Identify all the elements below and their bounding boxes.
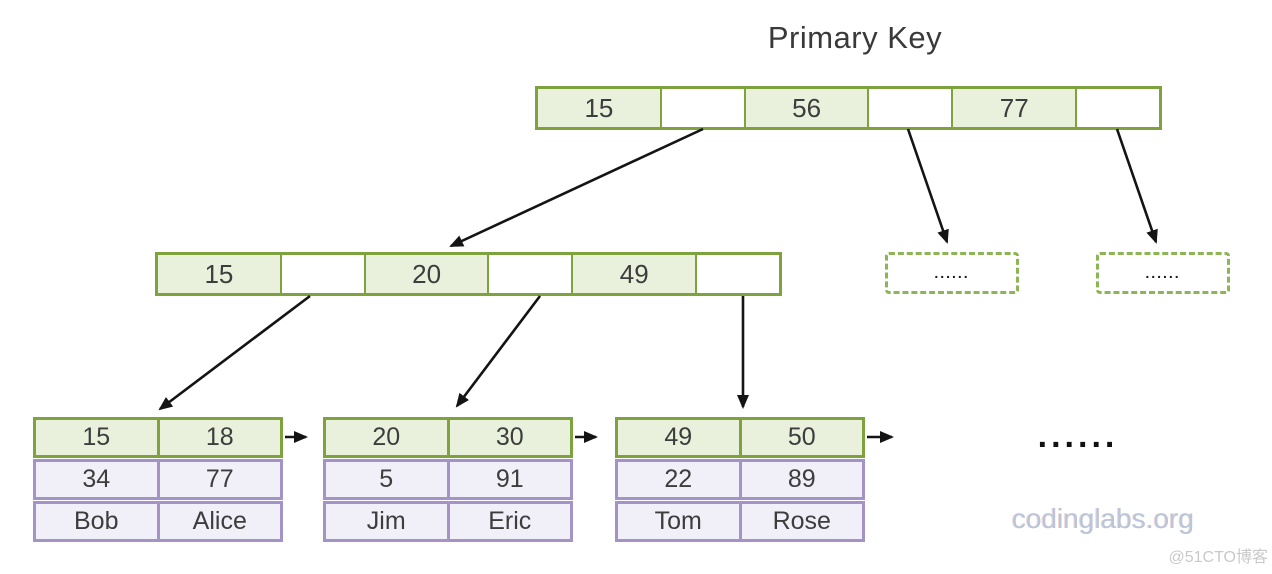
leaf-key-row: 20 30 bbox=[323, 417, 573, 458]
leaf-name-cell: Rose bbox=[738, 501, 865, 542]
root-pointer-cell bbox=[867, 89, 952, 127]
arrow-internal-to-leaf-2 bbox=[455, 295, 542, 408]
leaf-data-cell: 89 bbox=[738, 459, 865, 500]
leaf-name-cell: Bob bbox=[33, 501, 160, 542]
leaf-node: 49 50 22 89 Tom Rose bbox=[615, 417, 865, 542]
primary-key-title: Primary Key bbox=[767, 20, 943, 55]
arrow-root-to-internal bbox=[449, 127, 704, 248]
leaf-name-cell: Jim bbox=[323, 501, 450, 542]
internal-key-cell: 20 bbox=[363, 255, 488, 293]
leaf-data-row: 5 91 bbox=[323, 459, 573, 500]
internal-key-cell: 15 bbox=[158, 255, 280, 293]
leaf-name-cell: Eric bbox=[446, 501, 573, 542]
leaf-data-row: 34 77 bbox=[33, 459, 283, 500]
watermark-51cto: @51CTO博客 bbox=[1168, 549, 1268, 566]
arrow-root-to-dashed-1 bbox=[906, 128, 949, 244]
leaf-node: 20 30 5 91 Jim Eric bbox=[323, 417, 573, 542]
root-pointer-cell bbox=[1075, 89, 1160, 127]
leaf-key-row: 15 18 bbox=[33, 417, 283, 458]
internal-key-cell: 49 bbox=[571, 255, 696, 293]
leaf-key-cell: 20 bbox=[323, 417, 450, 458]
dashed-node-ellipsis: ...... bbox=[1096, 252, 1230, 294]
leaf-name-row: Bob Alice bbox=[33, 501, 283, 542]
watermark-codinglabs: codinglabs.org bbox=[1011, 503, 1195, 534]
leaf-name-cell: Alice bbox=[156, 501, 283, 542]
arrow-root-to-dashed-2 bbox=[1115, 128, 1158, 244]
leaf-data-cell: 91 bbox=[446, 459, 573, 500]
dashed-node-ellipsis: ...... bbox=[885, 252, 1019, 294]
root-node: 15 56 77 bbox=[535, 86, 1162, 130]
root-key-cell: 15 bbox=[538, 89, 660, 127]
internal-pointer-cell bbox=[695, 255, 780, 293]
leaf-data-cell: 5 bbox=[323, 459, 450, 500]
leaf-key-cell: 49 bbox=[615, 417, 742, 458]
root-pointer-cell bbox=[659, 89, 744, 127]
leaf-key-row: 49 50 bbox=[615, 417, 865, 458]
internal-pointer-cell bbox=[487, 255, 572, 293]
arrow-internal-to-leaf-1 bbox=[158, 294, 311, 411]
internal-pointer-cell bbox=[279, 255, 364, 293]
leaf-node: 15 18 34 77 Bob Alice bbox=[33, 417, 283, 542]
leaf-key-cell: 30 bbox=[446, 417, 573, 458]
root-key-cell: 77 bbox=[951, 89, 1076, 127]
internal-node: 15 20 49 bbox=[155, 252, 782, 296]
leaf-data-cell: 77 bbox=[156, 459, 283, 500]
leaf-name-cell: Tom bbox=[615, 501, 742, 542]
leaf-key-cell: 15 bbox=[33, 417, 160, 458]
leaf-data-row: 22 89 bbox=[615, 459, 865, 500]
leaf-key-cell: 50 bbox=[738, 417, 865, 458]
leaf-key-cell: 18 bbox=[156, 417, 283, 458]
leaf-name-row: Tom Rose bbox=[615, 501, 865, 542]
root-key-cell: 56 bbox=[743, 89, 868, 127]
leaf-data-cell: 34 bbox=[33, 459, 160, 500]
leaf-data-cell: 22 bbox=[615, 459, 742, 500]
more-leaves-ellipsis: ...... bbox=[1037, 417, 1119, 455]
leaf-name-row: Jim Eric bbox=[323, 501, 573, 542]
